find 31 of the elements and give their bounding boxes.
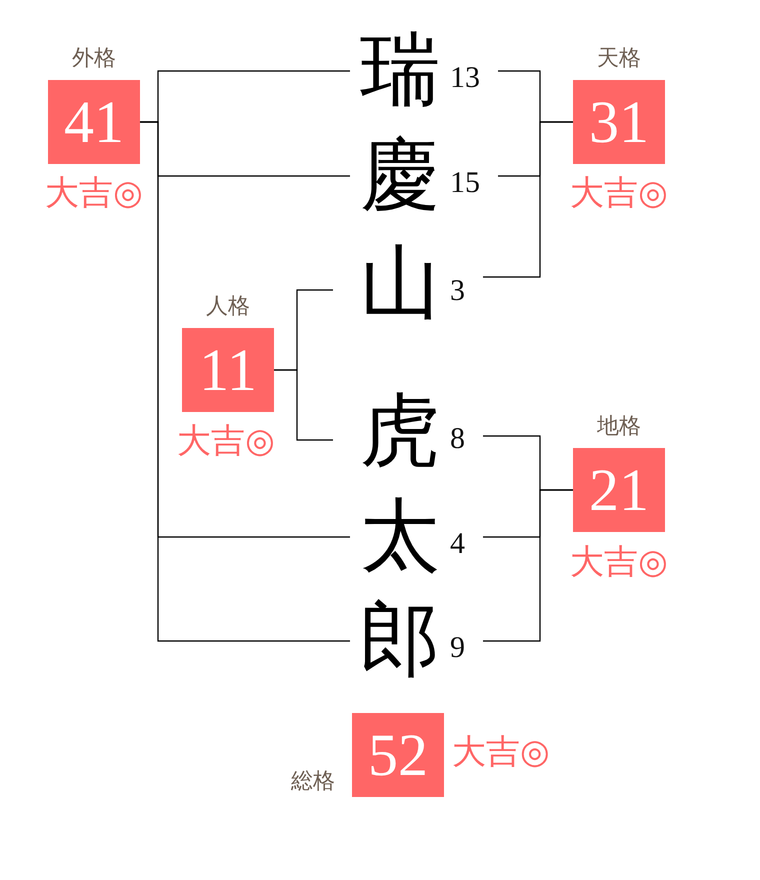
fortune-rating: 大吉◎	[45, 174, 143, 212]
name-character: 慶	[360, 136, 440, 216]
category-label: 天格	[597, 46, 641, 72]
connector-line	[483, 489, 573, 642]
connector-line	[140, 121, 350, 642]
name-character: 山	[360, 244, 440, 324]
category-label: 総格	[291, 769, 335, 795]
name-character: 虎	[360, 392, 440, 472]
category-label: 外格	[72, 46, 116, 72]
name-character: 太	[360, 497, 440, 577]
score-box: 31	[573, 80, 665, 164]
stroke-count: 8	[450, 424, 465, 454]
score-box: 11	[182, 328, 274, 412]
stroke-count: 3	[450, 276, 465, 306]
name-character: 郎	[360, 601, 440, 681]
stroke-count: 9	[450, 633, 465, 663]
fortune-rating: 大吉◎	[452, 733, 550, 771]
category-label: 地格	[597, 414, 641, 440]
connector-line	[274, 369, 333, 441]
fortune-rating: 大吉◎	[570, 543, 668, 581]
stroke-count: 4	[450, 529, 465, 559]
fortune-rating: 大吉◎	[570, 174, 668, 212]
category-label: 人格	[206, 294, 250, 320]
stroke-count: 13	[450, 63, 480, 93]
stroke-count: 15	[450, 168, 480, 198]
score-box: 52	[352, 713, 444, 797]
fortune-rating: 大吉◎	[177, 422, 275, 460]
score-box: 21	[573, 448, 665, 532]
connector-line	[483, 121, 573, 278]
score-box: 41	[48, 80, 140, 164]
name-character: 瑞	[360, 31, 440, 111]
